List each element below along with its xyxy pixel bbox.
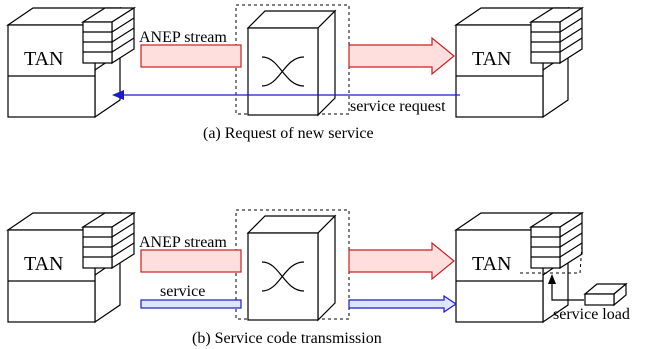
service-bar <box>140 299 242 309</box>
service-arrow <box>348 294 458 314</box>
anep-stream-bar <box>140 44 242 68</box>
anep-stream-label: ANEP stream <box>139 234 227 251</box>
panel-b: TAN TAN ANEP stream service service load… <box>7 209 630 347</box>
anep-stream-arrow <box>348 36 455 76</box>
left-tan-label: TAN <box>24 48 64 70</box>
service-load-link <box>579 244 583 274</box>
switch-box-icon <box>247 215 336 321</box>
anep-stream-arrow <box>348 241 455 281</box>
service-label: service <box>160 283 205 300</box>
anep-stream-bar <box>140 249 242 273</box>
caption-a: (a) Request of new service <box>203 125 374 142</box>
caption-b: (b) Service code transmission <box>192 330 382 347</box>
panel-a: TAN TAN ANEP stream service request (a) … <box>7 4 583 142</box>
service-request-label: service request <box>350 98 446 115</box>
service-load-arrow <box>551 282 584 301</box>
service-module-icon <box>583 282 628 307</box>
right-tan-label: TAN <box>472 253 512 275</box>
service-load-arrowhead <box>548 274 556 284</box>
service-load-label: service load <box>553 306 630 323</box>
anep-stream-label: ANEP stream <box>139 29 227 46</box>
left-tan-label: TAN <box>24 253 64 275</box>
switch-box-icon <box>247 10 336 116</box>
service-request-arrowhead <box>112 90 124 100</box>
right-tan-label: TAN <box>472 48 512 70</box>
